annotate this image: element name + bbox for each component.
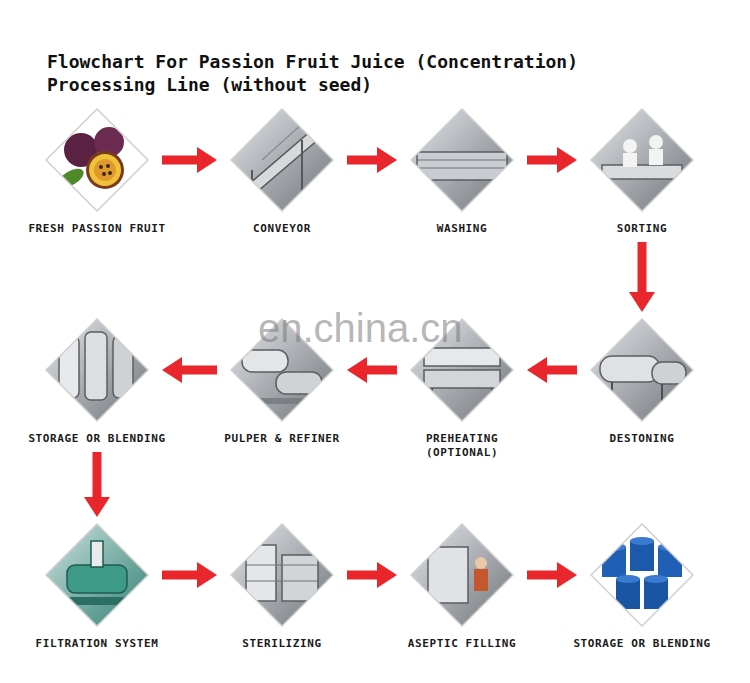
- flow-arrow: [367, 366, 397, 375]
- diamond-outline: [230, 523, 334, 627]
- diamond-outline: [45, 318, 149, 422]
- process-step: SORTING: [590, 108, 694, 236]
- diamond-outline: [590, 108, 694, 212]
- diamond-outline: [590, 523, 694, 627]
- step-label: PULPER & REFINER: [187, 432, 377, 446]
- flow-arrow: [93, 452, 102, 497]
- step-label: PREHEATING (OPTIONAL): [412, 432, 512, 460]
- flow-arrow: [162, 571, 197, 580]
- step-label: SORTING: [547, 222, 737, 236]
- flow-arrow: [162, 156, 197, 165]
- flow-arrow: [527, 571, 557, 580]
- washer-picture: [410, 108, 514, 212]
- sterilizer-picture: [230, 523, 334, 627]
- fruit-picture: [45, 108, 149, 212]
- sorting-picture: [590, 108, 694, 212]
- diamond-outline: [590, 318, 694, 422]
- step-label: WASHING: [367, 222, 557, 236]
- process-step: FRESH PASSION FRUIT: [45, 108, 149, 236]
- conveyor-picture: [230, 108, 334, 212]
- process-step: FILTRATION SYSTEM: [45, 523, 149, 651]
- diamond-outline: [410, 523, 514, 627]
- step-label: FRESH PASSION FRUIT: [2, 222, 192, 236]
- step-label: STORAGE OR BLENDING: [2, 432, 192, 446]
- step-label: CONVEYOR: [187, 222, 377, 236]
- flow-arrow: [638, 242, 647, 292]
- step-label: STORAGE OR BLENDING: [547, 637, 737, 651]
- diagram-title: Flowchart For Passion Fruit Juice (Conce…: [47, 50, 622, 96]
- filter-picture: [45, 523, 149, 627]
- flow-arrow: [527, 156, 557, 165]
- diamond-outline: [45, 523, 149, 627]
- step-label: DESTONING: [547, 432, 737, 446]
- diamond-outline: [230, 108, 334, 212]
- step-label: FILTRATION SYSTEM: [2, 637, 192, 651]
- step-label: STERILIZING: [187, 637, 377, 651]
- watermark: en.china.cn: [258, 306, 463, 351]
- diamond-outline: [45, 108, 149, 212]
- drum-picture: [590, 523, 694, 627]
- process-step: WASHING: [410, 108, 514, 236]
- process-step: ASEPTIC FILLING: [410, 523, 514, 651]
- process-step: STORAGE OR BLENDING: [45, 318, 149, 446]
- destoner-picture: [590, 318, 694, 422]
- flow-arrow: [347, 571, 377, 580]
- diamond-outline: [410, 108, 514, 212]
- process-step: STORAGE OR BLENDING: [590, 523, 694, 651]
- process-step: STERILIZING: [230, 523, 334, 651]
- flow-arrow: [547, 366, 577, 375]
- flow-arrow: [347, 156, 377, 165]
- tank-picture: [45, 318, 149, 422]
- filler-picture: [410, 523, 514, 627]
- process-step: CONVEYOR: [230, 108, 334, 236]
- step-label: ASEPTIC FILLING: [367, 637, 557, 651]
- flow-arrow: [182, 366, 217, 375]
- process-step: DESTONING: [590, 318, 694, 446]
